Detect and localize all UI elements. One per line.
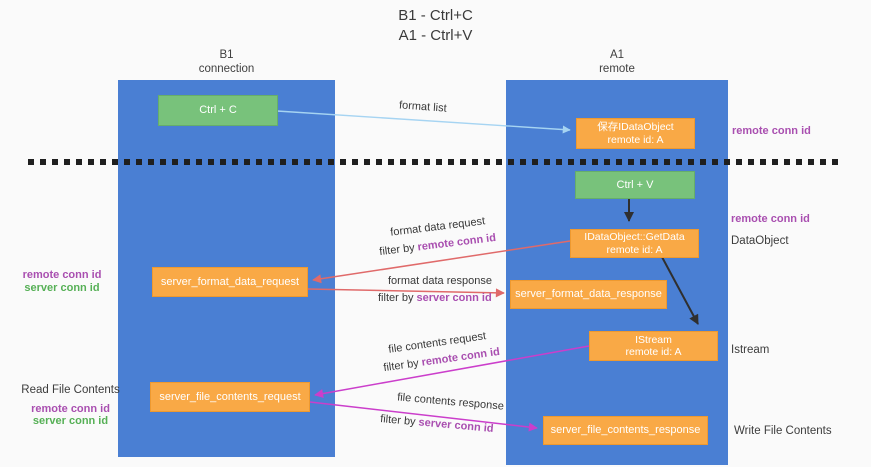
node-save-idataobject-line2: remote id: A bbox=[607, 133, 664, 146]
annotation-left-file-remote: remote conn id bbox=[31, 403, 110, 415]
annotation-remote-conn-id-ctrlv: remote conn id bbox=[731, 213, 810, 225]
edge-label-file-contents-response: file contents response bbox=[396, 391, 505, 413]
filter-by-prefix-2: filter by bbox=[378, 292, 414, 304]
node-ctrl-v: Ctrl + V bbox=[575, 171, 695, 199]
node-server-format-data-response: server_format_data_response bbox=[510, 280, 667, 309]
node-idataobject-getdata-line1: IDataObject::GetData bbox=[584, 231, 685, 243]
node-save-idataobject: 保存IDataObject remote id: A bbox=[576, 118, 695, 149]
annotation-write-file-contents: Write File Contents bbox=[734, 425, 832, 437]
lane-header-b1: B1 connection bbox=[118, 49, 335, 76]
annotation-left-format-remote: remote conn id bbox=[22, 269, 102, 281]
lane-b1-name: B1 bbox=[219, 49, 234, 61]
lane-a1-name: A1 bbox=[609, 49, 625, 61]
node-ctrl-c-label: Ctrl + C bbox=[199, 104, 237, 116]
node-server-format-data-request-label: server_format_data_request bbox=[160, 275, 300, 288]
node-istream-line1: IStream bbox=[635, 333, 672, 346]
node-server-format-data-request: server_format_data_request bbox=[152, 267, 308, 297]
annotation-left-file-server: server conn id bbox=[32, 414, 109, 427]
annotation-left-format-server: server conn id bbox=[24, 281, 100, 294]
title-line-1: B1 - Ctrl+C bbox=[398, 7, 473, 24]
node-server-format-data-response-label: server_format_data_response bbox=[515, 288, 662, 300]
node-ctrl-v-label: Ctrl + V bbox=[616, 178, 654, 191]
node-istream: IStream remote id: A bbox=[589, 331, 718, 361]
annotation-left-file-group: remote conn id server conn id bbox=[18, 403, 123, 427]
node-idataobject-getdata-line2: remote id: A bbox=[606, 243, 663, 256]
filter-key-server-2: server conn id bbox=[418, 416, 494, 435]
title-line-2: A1 - Ctrl+V bbox=[398, 27, 473, 44]
filter-by-prefix-1: filter by bbox=[378, 241, 416, 259]
annotation-dataobject: DataObject bbox=[731, 235, 789, 247]
filter-by-prefix-3: filter by bbox=[382, 357, 420, 375]
annotation-read-file-contents: Read File Contents bbox=[21, 384, 120, 396]
node-server-file-contents-response: server_file_contents_response bbox=[543, 416, 708, 445]
filter-by-prefix-4: filter by bbox=[379, 413, 417, 429]
node-istream-line2: remote id: A bbox=[625, 346, 682, 358]
lane-b1-role: connection bbox=[198, 62, 255, 75]
node-server-file-contents-request-label: server_file_contents_request bbox=[159, 390, 301, 403]
annotation-left-format-group: remote conn id server conn id bbox=[18, 269, 106, 294]
filter-key-remote-1: remote conn id bbox=[416, 231, 497, 254]
node-save-idataobject-line1: 保存IDataObject bbox=[597, 121, 674, 133]
dashed-divider bbox=[28, 159, 844, 165]
node-server-file-contents-request: server_file_contents_request bbox=[150, 382, 310, 412]
node-ctrl-c: Ctrl + C bbox=[158, 95, 278, 126]
node-idataobject-getdata: IDataObject::GetData remote id: A bbox=[570, 229, 699, 258]
edge-label-format-data-response: format data response bbox=[388, 275, 492, 287]
annotation-istream: Istream bbox=[731, 344, 770, 356]
annotation-remote-conn-id-top: remote conn id bbox=[732, 125, 811, 137]
lane-a1-role: remote bbox=[599, 62, 635, 75]
lane-header-a1: A1 remote bbox=[506, 49, 728, 76]
node-server-file-contents-response-label: server_file_contents_response bbox=[550, 424, 701, 436]
filter-key-server-1: server conn id bbox=[416, 292, 492, 304]
edge-label-format-list: format list bbox=[398, 99, 448, 115]
diagram-title: B1 - Ctrl+C A1 - Ctrl+V bbox=[0, 6, 871, 46]
